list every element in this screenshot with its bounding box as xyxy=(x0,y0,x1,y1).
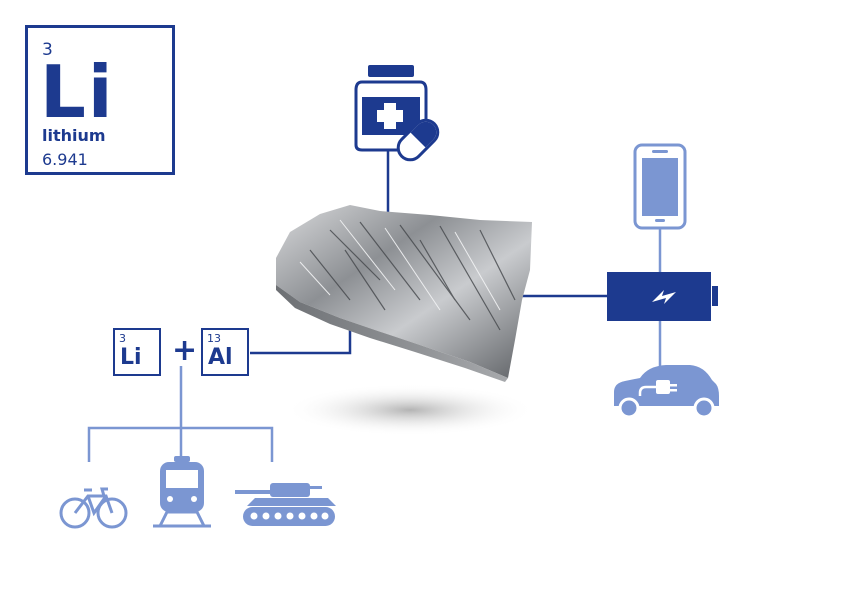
element-symbol: Li xyxy=(40,50,115,134)
alloy-aluminium-symbol: Al xyxy=(208,345,233,370)
alloy-aluminium-tile: 13 Al xyxy=(201,328,249,376)
element-name: lithium xyxy=(42,126,106,145)
alloy-lithium-number: 3 xyxy=(119,332,126,345)
alloy-lithium-symbol: Li xyxy=(120,345,142,370)
alloy-lithium-tile: 3 Li xyxy=(113,328,161,376)
plus-sign: + xyxy=(172,333,198,368)
lithium-element-tile: 3 Li lithium 6.941 xyxy=(25,25,175,175)
atomic-mass: 6.941 xyxy=(42,150,88,169)
atomic-number: 3 xyxy=(42,40,53,60)
alloy-aluminium-number: 13 xyxy=(207,332,221,345)
